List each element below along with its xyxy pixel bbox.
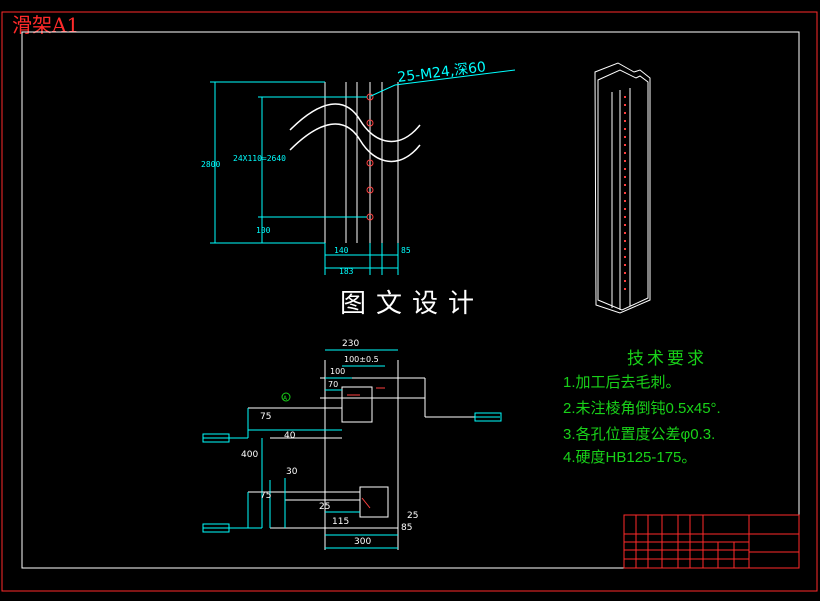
dim-label: 400 — [241, 450, 258, 460]
outer-frame — [1, 11, 818, 592]
top-dimensions — [210, 69, 516, 275]
bottom-red-marks — [347, 387, 385, 509]
dim-label: 115 — [332, 517, 349, 527]
dim-label: 85 — [401, 523, 412, 533]
bottom-dimension-labels: 230 100±0.5 100 70 75 40 400 30 75 25 11… — [241, 339, 418, 547]
width-left-label: 140 — [334, 246, 349, 255]
dim-label: 70 — [328, 380, 338, 389]
bottom-view — [248, 360, 475, 550]
bottom-dimensions — [202, 349, 502, 549]
top-view — [289, 82, 421, 243]
drawing-title: 滑架A1 — [12, 13, 80, 37]
dim-label: 230 — [342, 339, 359, 349]
thread-callout: 25-M24,深60 — [397, 59, 487, 86]
dim-label: 300 — [354, 537, 371, 547]
dim-label: 100 — [330, 367, 345, 376]
overall-length-label: 2800 — [201, 160, 220, 169]
pitch-dimension-label: 24X110=2640 — [233, 154, 286, 163]
tech-requirement-item: 2.未注棱角倒钝0.5x45°. — [563, 400, 721, 417]
dim-label: 75 — [260, 412, 271, 422]
tech-requirement-item: 1.加工后去毛刺。 — [563, 374, 681, 391]
title-block — [623, 514, 800, 569]
total-width-label: 183 — [339, 267, 354, 276]
dim-label: 25 — [319, 502, 330, 512]
dim-label: 40 — [284, 431, 296, 441]
dim-label: 30 — [286, 467, 298, 477]
end-offset-label: 100 — [256, 226, 271, 235]
tech-requirement-item: 4.硬度HB125-175。 — [563, 449, 697, 466]
inner-frame — [21, 31, 800, 569]
tech-requirement-item: 3.各孔位置度公差φ0.3. — [563, 426, 716, 443]
datum-symbol: A — [281, 392, 291, 402]
tech-requirements-title: 技术要求 — [627, 349, 707, 368]
isometric-view — [594, 62, 651, 314]
watermark-text: 图文设计 — [340, 289, 485, 319]
svg-text:A: A — [283, 395, 288, 402]
dim-label: 100±0.5 — [344, 355, 379, 364]
dim-label: 75 — [260, 491, 271, 501]
dim-label: 25 — [407, 511, 418, 521]
isometric-hole-row — [624, 96, 626, 296]
width-right-label: 85 — [401, 246, 411, 255]
